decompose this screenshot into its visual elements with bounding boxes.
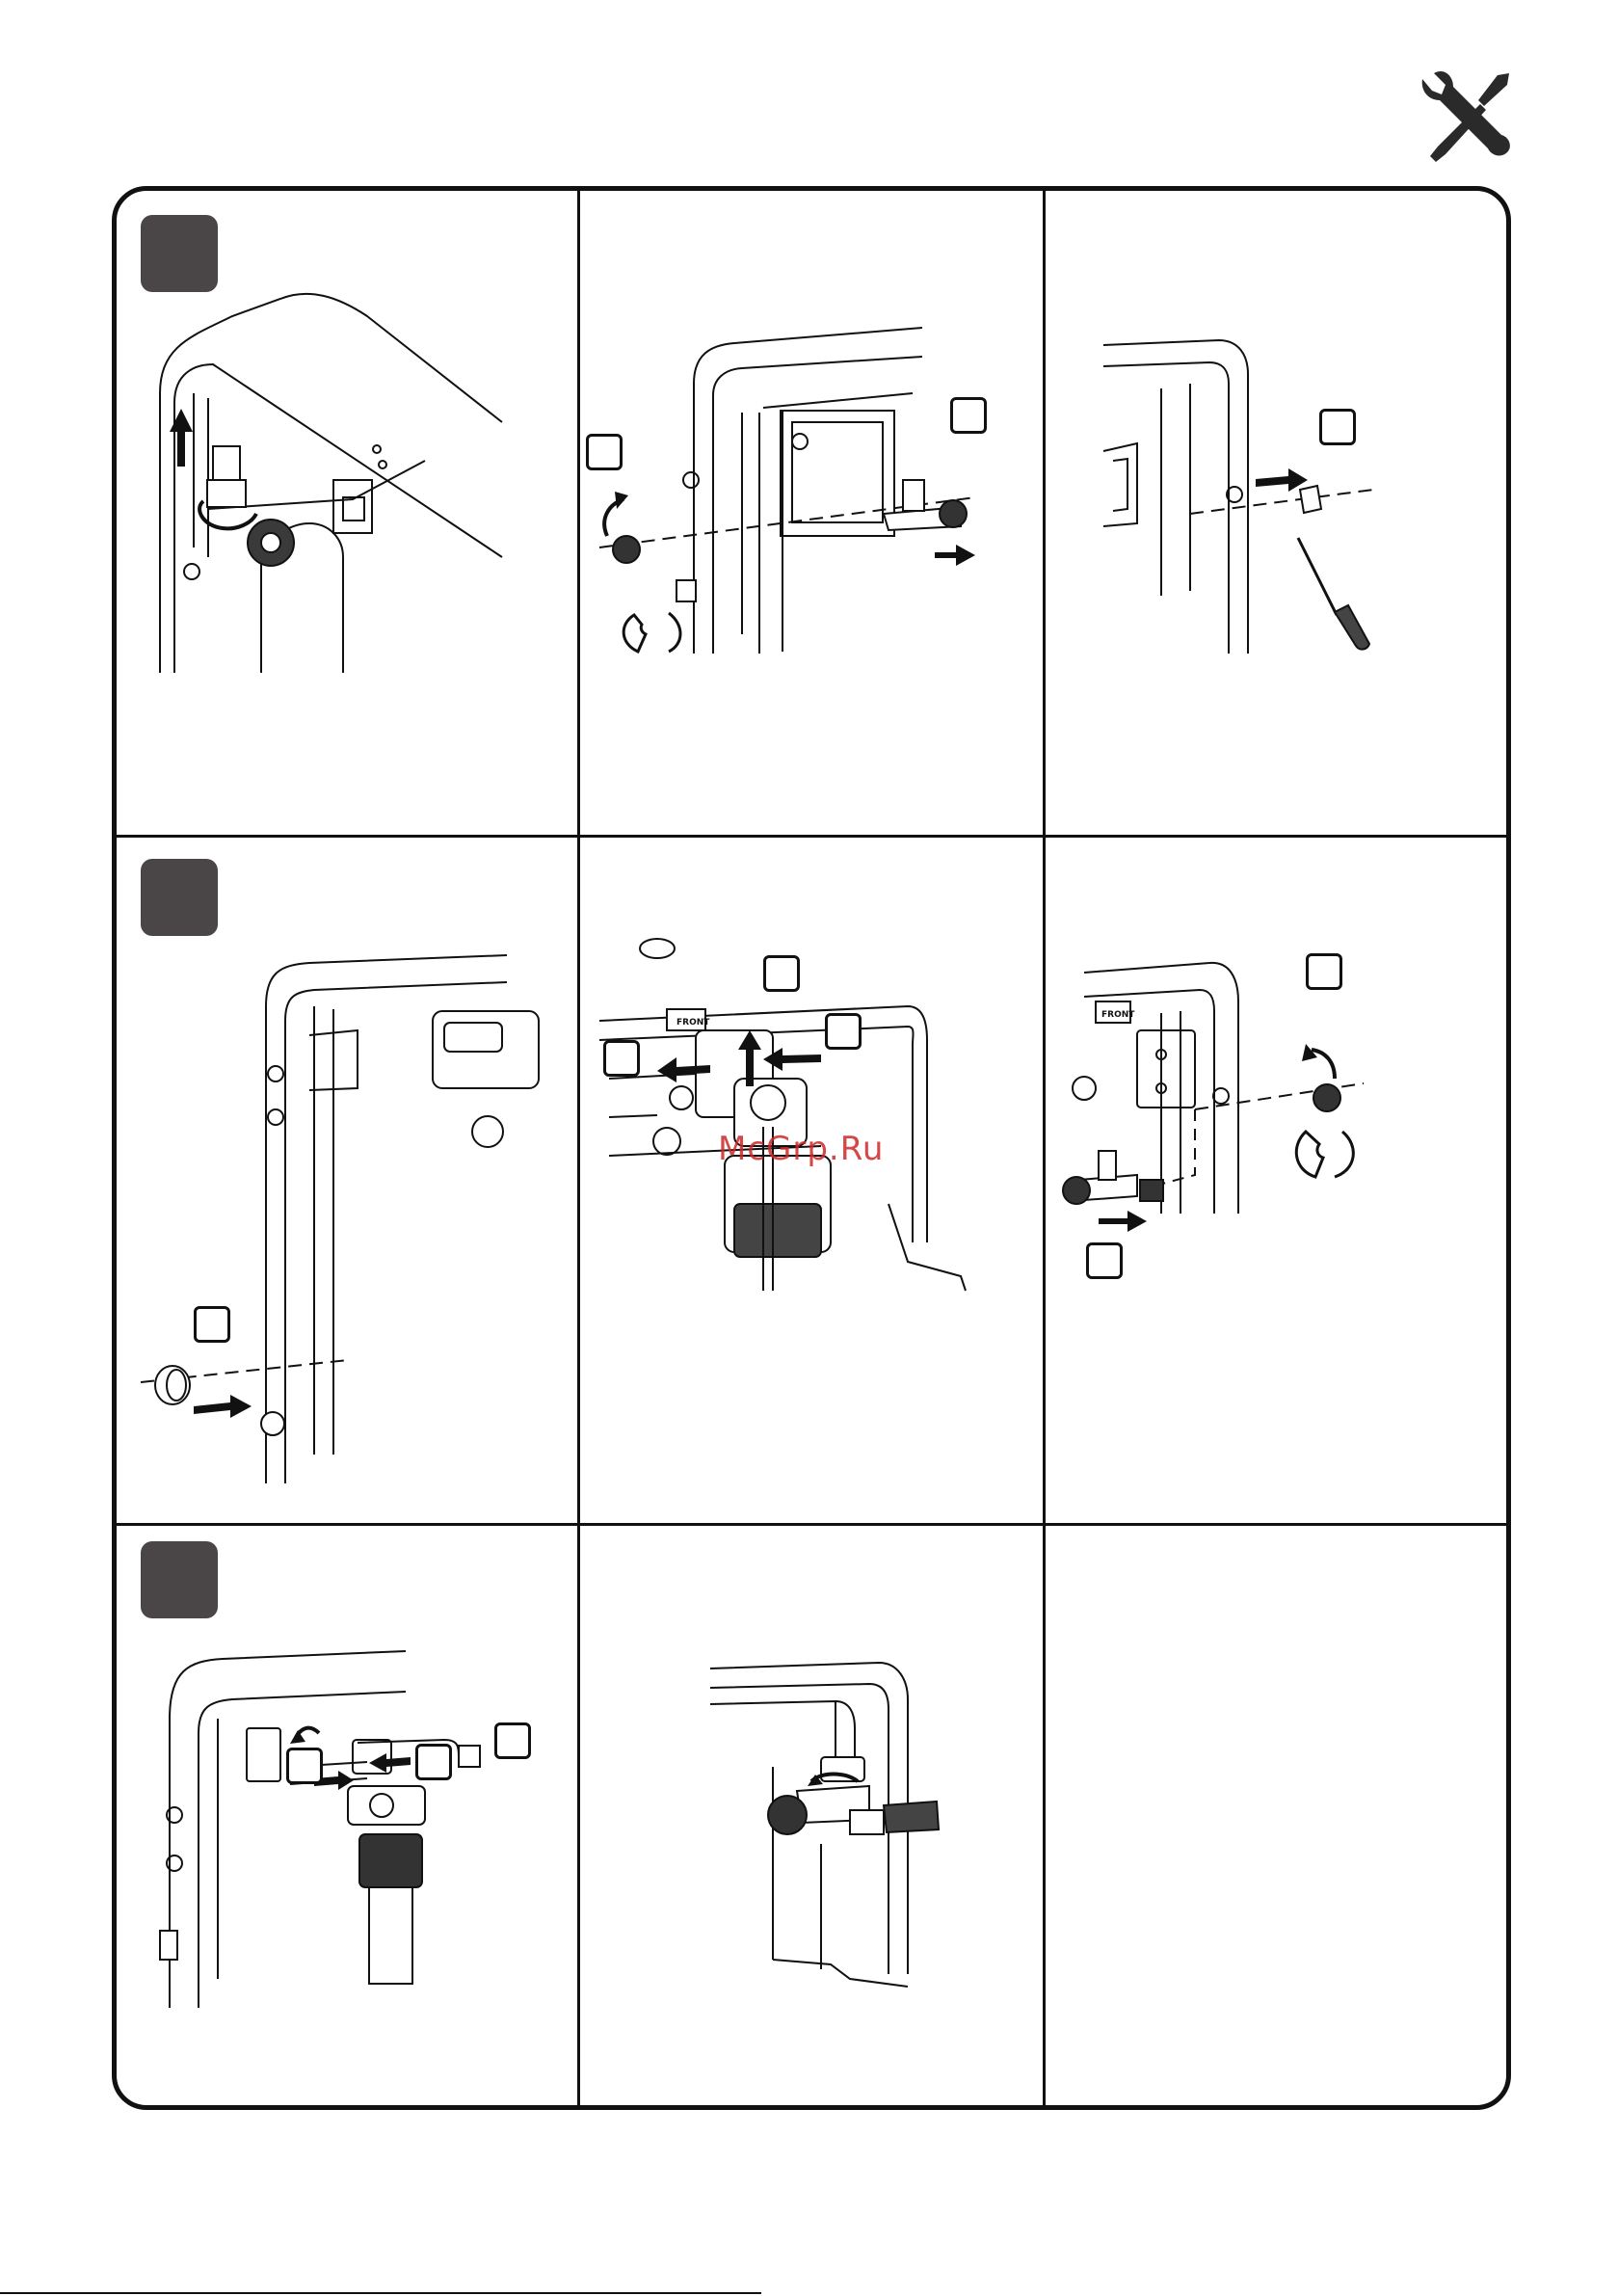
callout-2b-b [825, 1013, 862, 1050]
svg-text:FRONT: FRONT [676, 1018, 710, 1028]
callout-2b-a [763, 955, 800, 992]
callout-1b-b [950, 397, 987, 434]
illustration-3b [580, 1526, 1043, 2110]
callout-1c-a [1319, 409, 1356, 445]
callout-3a-c [494, 1722, 531, 1759]
illustration-1a [117, 191, 570, 827]
illustration-1c [1046, 191, 1508, 827]
illustration-1b [580, 191, 1043, 827]
callout-3a-b [415, 1744, 452, 1780]
callout-3a-a [286, 1748, 323, 1784]
footer-rule [0, 2292, 761, 2294]
callout-1b-a [586, 434, 623, 470]
panel-3c [1046, 1526, 1508, 2110]
illustration-3a [117, 1526, 570, 2110]
callout-2c-a [1306, 953, 1342, 990]
svg-text:FRONT: FRONT [1101, 1010, 1135, 1020]
illustration-2b: FRONT [580, 838, 1043, 1522]
callout-2c-b [1086, 1242, 1123, 1279]
watermark: McGrp.Ru [718, 1130, 884, 1168]
callout-2b-c [603, 1040, 640, 1077]
callout-2a-a [194, 1306, 230, 1343]
illustration-2a [117, 838, 570, 1522]
tools-icon [1417, 66, 1517, 166]
illustration-2c: FRONT [1046, 838, 1508, 1522]
